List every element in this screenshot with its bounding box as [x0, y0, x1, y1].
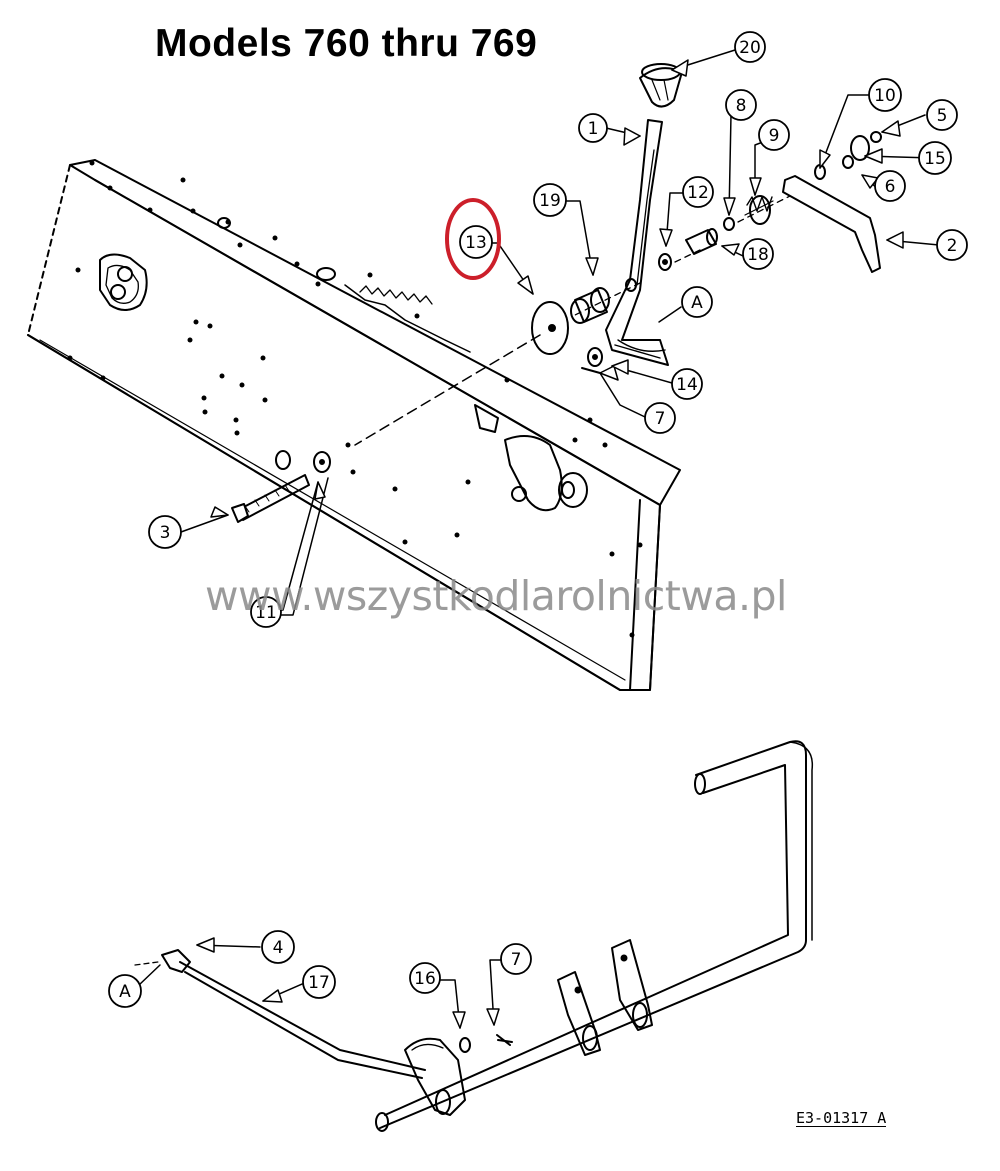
callout-label: 7	[511, 950, 522, 970]
callout-label: 10	[874, 86, 896, 106]
lift-arm-plate	[404, 1037, 466, 1116]
drawing-number: E3-01317 A	[796, 1109, 887, 1127]
callout-label: 2	[947, 236, 958, 256]
callout-label: 7	[655, 409, 666, 429]
callout-label: 15	[924, 149, 946, 169]
callout-label: 5	[937, 106, 948, 126]
callout-label-highlighted: 13	[465, 233, 487, 253]
callout-label: 20	[739, 38, 761, 58]
frame-holes	[67, 160, 643, 638]
callout-label: 16	[414, 969, 436, 989]
page-title: Models 760 thru 769	[155, 22, 538, 65]
callout-label: A	[691, 293, 703, 313]
handle-knob	[639, 63, 683, 108]
highlight-ring-13	[445, 198, 501, 280]
cotter-pin-7	[496, 1034, 513, 1046]
assembly-line-a	[354, 334, 541, 446]
bushing-19	[570, 287, 610, 324]
spring-9	[744, 195, 774, 225]
callout-label: 1	[588, 119, 599, 139]
callout-label: 9	[769, 126, 780, 146]
washer-16	[459, 1037, 471, 1053]
callout-label: 14	[676, 375, 698, 395]
callout-label: 4	[273, 938, 284, 958]
callout-label: 12	[687, 183, 709, 203]
lift-rod-17	[179, 961, 426, 1079]
shaft-brackets	[557, 939, 653, 1056]
callout-label: 6	[885, 177, 896, 197]
callout-label: 18	[747, 245, 769, 265]
bolt-3	[231, 451, 331, 523]
leader-arrowheads	[196, 59, 904, 1029]
callout-label: 8	[736, 96, 747, 116]
lift-handle	[605, 119, 669, 366]
bracket-2	[782, 175, 881, 273]
watermark-text: www.wszystkodlarolnictwa.pl	[205, 572, 787, 620]
callout-label: 17	[308, 973, 330, 993]
callout-circles	[108, 31, 968, 1008]
spacer-18	[685, 228, 718, 255]
frame-panel	[27, 159, 681, 691]
assembly-line-c	[134, 961, 159, 966]
washer-13	[531, 301, 569, 355]
callout-label: A	[119, 982, 131, 1002]
callout-label: 19	[539, 191, 561, 211]
lift-shaft	[375, 740, 814, 1132]
frame-slots	[217, 217, 336, 281]
assembly-line-b	[674, 195, 791, 263]
assembly-line-12	[574, 282, 641, 316]
callout-label: 11	[255, 603, 277, 623]
callout-label: 3	[160, 523, 171, 543]
rod-end-4	[161, 949, 191, 973]
